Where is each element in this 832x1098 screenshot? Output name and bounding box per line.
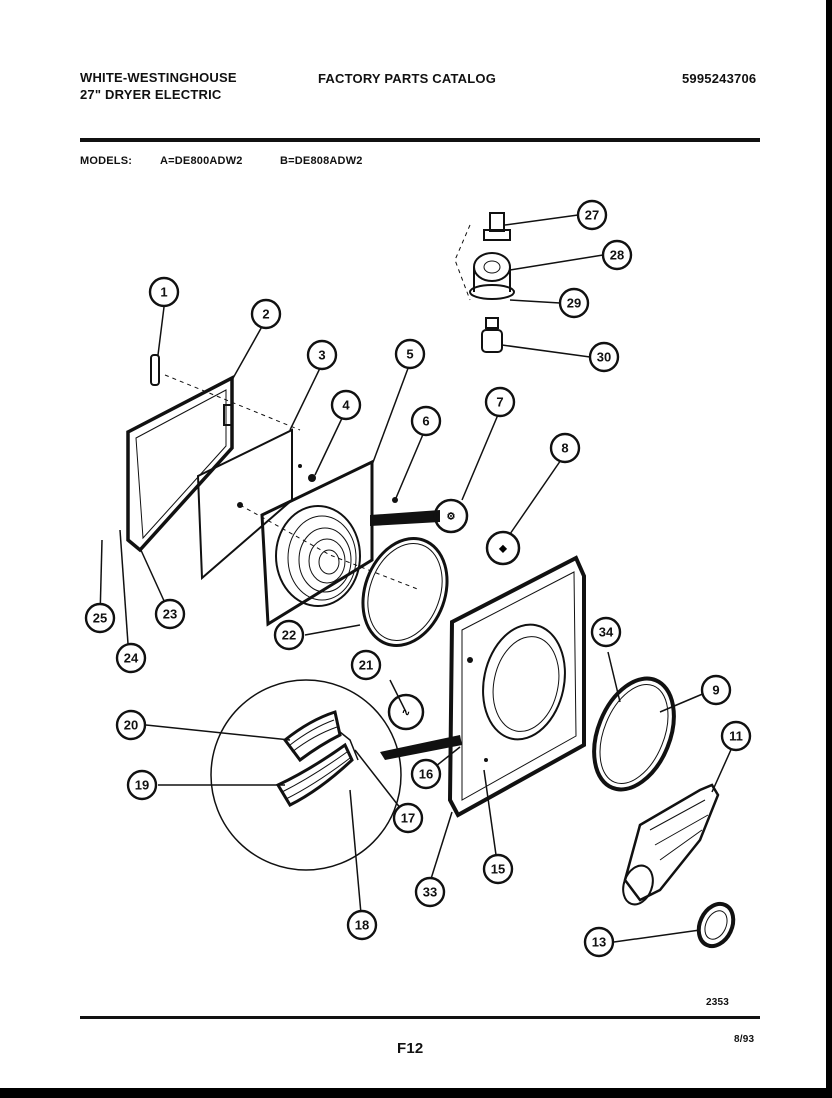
model-a: A=DE800ADW2 xyxy=(160,155,243,167)
model-b: B=DE808ADW2 xyxy=(280,155,363,167)
callout-21: 21 xyxy=(350,649,382,681)
part-lint-duct xyxy=(622,783,720,906)
part-hinge-pin xyxy=(392,497,398,503)
svg-text:27: 27 xyxy=(585,208,599,223)
svg-text:◆: ◆ xyxy=(498,544,507,555)
part-duct-seal xyxy=(696,901,736,949)
callout-27: 27 xyxy=(576,199,608,231)
callout-22: 22 xyxy=(273,619,305,651)
svg-text:21: 21 xyxy=(359,658,373,673)
svg-text:23: 23 xyxy=(163,607,177,622)
svg-text:22: 22 xyxy=(282,628,296,643)
product-line: 27" DRYER ELECTRIC xyxy=(80,87,222,102)
svg-text:24: 24 xyxy=(124,651,139,666)
callout-1: 1 xyxy=(148,276,180,308)
callout-17: 17 xyxy=(392,802,424,834)
svg-text:6: 6 xyxy=(422,414,429,429)
svg-text:4: 4 xyxy=(342,398,350,413)
svg-text:33: 33 xyxy=(423,885,437,900)
part-outer-door-panel xyxy=(126,375,234,553)
callout-33: 33 xyxy=(414,876,446,908)
svg-text:19: 19 xyxy=(135,778,149,793)
callout-19: 19 xyxy=(126,769,158,801)
callout-7: 7 xyxy=(484,386,516,418)
svg-text:16: 16 xyxy=(419,767,433,782)
callout-24: 24 xyxy=(115,642,147,674)
footer-rule xyxy=(80,1016,760,1019)
assembly-line-mid xyxy=(239,504,421,591)
callout-8: 8 xyxy=(549,432,581,464)
svg-text:3: 3 xyxy=(318,348,325,363)
part-inner-door-liner xyxy=(260,459,374,627)
callout-4: 4 xyxy=(330,389,362,421)
svg-text:8: 8 xyxy=(561,441,568,456)
callout-29: 29 xyxy=(558,287,590,319)
callout-16: 16 xyxy=(410,758,442,790)
callout-18: 18 xyxy=(346,909,378,941)
header-rule xyxy=(80,138,760,142)
callout-34: 34 xyxy=(590,616,622,648)
callout-13: 13 xyxy=(583,926,615,958)
callout-6: 6 xyxy=(410,405,442,437)
svg-text:2: 2 xyxy=(262,307,269,322)
callout-20: 20 xyxy=(115,709,147,741)
part-hinge-circle-8: ◆ xyxy=(485,530,521,566)
svg-text:⚙: ⚙ xyxy=(447,512,456,523)
part-drive-motor-assembly xyxy=(469,212,515,353)
callout-3: 3 xyxy=(306,339,338,371)
svg-text:20: 20 xyxy=(124,718,138,733)
svg-text:18: 18 xyxy=(355,918,369,933)
svg-text:7: 7 xyxy=(496,395,503,410)
hinge-arm xyxy=(370,510,440,526)
part-door-gasket xyxy=(361,537,449,647)
part-front-seal-ring xyxy=(592,676,676,792)
svg-text:29: 29 xyxy=(567,296,581,311)
svg-text:9: 9 xyxy=(712,683,719,698)
svg-text:25: 25 xyxy=(93,611,107,626)
revision-date: 8/93 xyxy=(734,1034,755,1045)
callout-30: 30 xyxy=(588,341,620,373)
callout-2: 2 xyxy=(250,298,282,330)
callout-25: 25 xyxy=(84,602,116,634)
models-label: MODELS: xyxy=(80,155,133,167)
part-screw xyxy=(298,464,316,482)
callout-23: 23 xyxy=(154,598,186,630)
part-latch-pin xyxy=(150,354,160,386)
svg-text:13: 13 xyxy=(592,935,606,950)
svg-text:30: 30 xyxy=(597,350,611,365)
svg-text:28: 28 xyxy=(610,248,624,263)
callout-15: 15 xyxy=(482,853,514,885)
svg-text:∿: ∿ xyxy=(402,708,410,719)
svg-text:1: 1 xyxy=(160,285,167,300)
callout-28: 28 xyxy=(601,239,633,271)
svg-text:5: 5 xyxy=(406,347,413,362)
catalog-title: FACTORY PARTS CATALOG xyxy=(318,71,497,86)
part-hinge-circle-7: ⚙ xyxy=(433,498,469,534)
callout-5: 5 xyxy=(394,338,426,370)
part-inner-door-panel xyxy=(196,428,293,581)
callout-9: 9 xyxy=(700,674,732,706)
brand-name: WHITE-WESTINGHOUSE xyxy=(80,70,237,85)
catalog-number: 5995243706 xyxy=(682,71,757,86)
page-number: F12 xyxy=(397,1040,424,1057)
detail-magnifier xyxy=(210,679,462,871)
svg-text:34: 34 xyxy=(599,625,614,640)
callout-11: 11 xyxy=(720,720,752,752)
svg-text:15: 15 xyxy=(491,862,505,877)
magnifier-pointer xyxy=(380,735,462,760)
part-spring-clip: ∿ xyxy=(387,693,425,731)
svg-text:11: 11 xyxy=(729,729,743,744)
part-front-panel xyxy=(447,555,586,818)
assembly-line-motor xyxy=(454,224,471,301)
drawing-number: 2353 xyxy=(706,997,730,1008)
svg-text:17: 17 xyxy=(401,811,415,826)
